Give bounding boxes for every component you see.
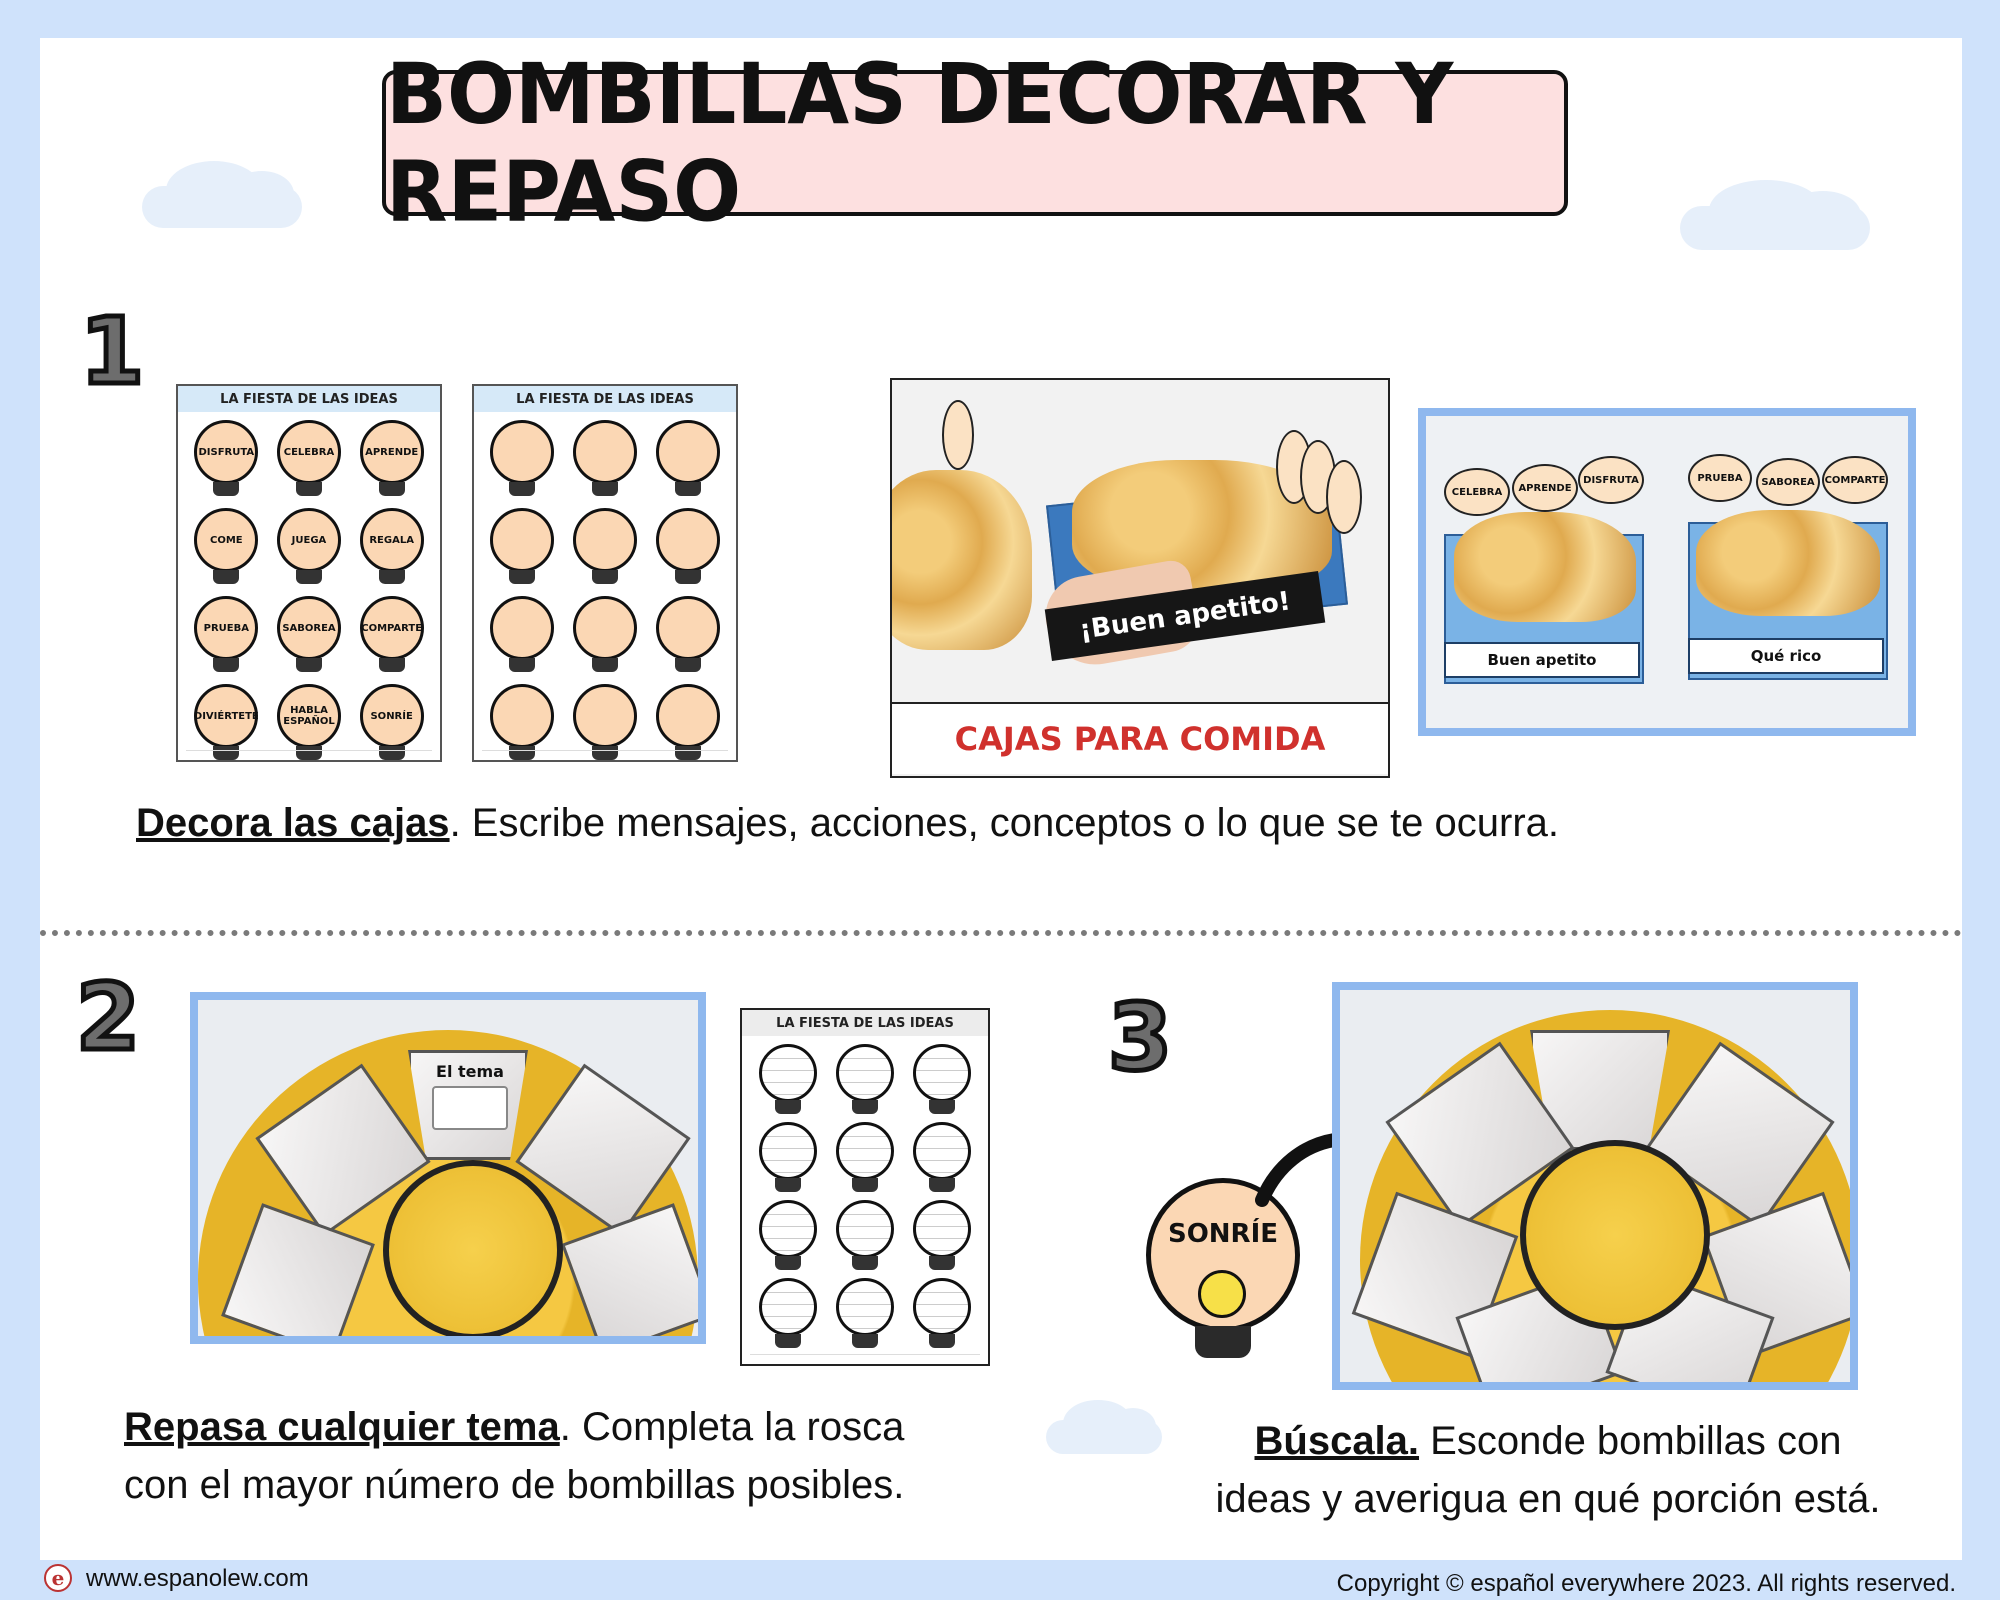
bulb-item: [907, 1200, 978, 1270]
bulb-sheet-outline: LA FIESTA DE LAS IDEAS: [740, 1008, 990, 1366]
bulb-word: DIVIÉRTETE: [194, 684, 259, 748]
bulb-item: [484, 420, 561, 496]
bulb-sonrie: SONRÍE: [1146, 1178, 1300, 1358]
bulb-item: [567, 684, 644, 760]
caption-text: con el mayor número de bombillas posible…: [124, 1463, 905, 1507]
footer-copyright: Copyright © español everywhere 2023. All…: [1336, 1570, 1956, 1597]
bulb-word: DISFRUTA: [194, 420, 259, 484]
bulb-word: COME: [194, 508, 259, 572]
bulb-item: [752, 1122, 823, 1192]
bulb-word: HABLA ESPAÑOL: [276, 684, 341, 748]
bulb-item: [829, 1044, 900, 1114]
logo-icon: e: [44, 1564, 72, 1592]
title-banner: BOMBILLAS DECORAR Y REPASO: [382, 45, 1568, 241]
bulb-item: [649, 420, 726, 496]
bulb-word: SABOREA: [276, 596, 341, 660]
box-tag: SABOREA: [1756, 458, 1820, 506]
bulb-item: SABOREA: [271, 596, 348, 672]
bulb-item: [907, 1122, 978, 1192]
section-divider: [40, 930, 1962, 936]
bulb-word: APRENDE: [359, 420, 424, 484]
bulb-word: JUEGA: [276, 508, 341, 572]
bulb-item: [567, 420, 644, 496]
bulb-item: SONRÍE: [353, 684, 430, 760]
cloud-decoration: [1680, 179, 1870, 250]
bulb-item: [567, 508, 644, 584]
footer-website[interactable]: www.espanolew.com: [86, 1565, 309, 1592]
bulb-word: COMPARTE: [359, 596, 424, 660]
bulb-word: CELEBRA: [276, 420, 341, 484]
caption-bold: Decora las cajas: [136, 801, 450, 845]
bulb-word: PRUEBA: [194, 596, 259, 660]
bulb-item: [649, 596, 726, 672]
step-1-caption: Decora las cajas. Escribe mensajes, acci…: [136, 794, 1559, 852]
step-3-caption: Búscala. Esconde bombillas con ideas y a…: [1178, 1412, 1918, 1528]
photo-donut-board: El tema es:: [190, 992, 706, 1344]
box-label: Qué rico: [1688, 638, 1884, 674]
photo-food-box-hand: ¡Buen apetito! CAJAS PARA COMIDA: [890, 378, 1390, 778]
caption-text: ideas y averigua en qué porción está.: [1215, 1477, 1881, 1521]
bulb-item: [907, 1044, 978, 1114]
step-number-2: 2: [73, 962, 142, 1074]
bulb-item: APRENDE: [353, 420, 430, 496]
box-tag: COMPARTE: [1822, 456, 1888, 504]
page-title: BOMBILLAS DECORAR Y REPASO: [386, 45, 1454, 241]
bulb-item: [567, 596, 644, 672]
bulb-item: HABLA ESPAÑOL: [271, 684, 348, 760]
bulb-item: [484, 684, 561, 760]
sheet-title: LA FIESTA DE LAS IDEAS: [742, 1010, 988, 1036]
bulb-item: [484, 508, 561, 584]
bulb-item: DISFRUTA: [188, 420, 265, 496]
step-number-3: 3: [1105, 982, 1174, 1094]
bulb-sheet-blank: LA FIESTA DE LAS IDEAS: [472, 384, 738, 762]
box-tag: PRUEBA: [1688, 454, 1752, 502]
caption-text: . Escribe mensajes, acciones, conceptos …: [449, 801, 1560, 845]
step-number-1: 1: [77, 296, 146, 408]
bulb-item: COME: [188, 508, 265, 584]
bulb-sheet-colored: LA FIESTA DE LAS IDEAS DISFRUTA CELEBRA …: [176, 384, 442, 762]
cloud-decoration: [142, 160, 302, 228]
bulb-item: CELEBRA: [271, 420, 348, 496]
step-2-caption: Repasa cualquier tema. Completa la rosca…: [124, 1398, 904, 1514]
bulb-item: PRUEBA: [188, 596, 265, 672]
box-tag: CELEBRA: [1444, 468, 1510, 516]
bulb-item: [829, 1278, 900, 1348]
sheet-title: LA FIESTA DE LAS IDEAS: [178, 386, 440, 412]
box-label: Buen apetito: [1444, 642, 1640, 678]
cloud-decoration: [1046, 1399, 1162, 1454]
bulb-item: [752, 1278, 823, 1348]
box-tag: APRENDE: [1512, 464, 1578, 512]
box-tag: DISFRUTA: [1578, 456, 1644, 504]
bulb-item: [752, 1200, 823, 1270]
bulb-word: REGALA: [359, 508, 424, 572]
caption-bold: Búscala.: [1254, 1419, 1420, 1463]
caption-text: . Completa la rosca: [559, 1405, 905, 1449]
bulb-item: REGALA: [353, 508, 430, 584]
photo-two-food-boxes: Buen apetito Qué rico CELEBRA APRENDE DI…: [1418, 408, 1916, 736]
bulb-item: COMPARTE: [353, 596, 430, 672]
bulb-item: [752, 1044, 823, 1114]
photo-caption: CAJAS PARA COMIDA: [892, 702, 1388, 774]
bulb-item: DIVIÉRTETE: [188, 684, 265, 760]
sheet-title: LA FIESTA DE LAS IDEAS: [474, 386, 736, 412]
bulb-item: JUEGA: [271, 508, 348, 584]
bulb-item: [649, 684, 726, 760]
photo-donut-hidden: [1332, 982, 1858, 1390]
caption-text: Esconde bombillas con: [1419, 1419, 1842, 1463]
bulb-item: [484, 596, 561, 672]
bulb-item: [829, 1122, 900, 1192]
caption-bold: Repasa cualquier tema: [124, 1405, 560, 1449]
bulb-word: SONRÍE: [359, 684, 424, 748]
bulb-item: [649, 508, 726, 584]
bulb-item: [829, 1200, 900, 1270]
bulb-item: [907, 1278, 978, 1348]
